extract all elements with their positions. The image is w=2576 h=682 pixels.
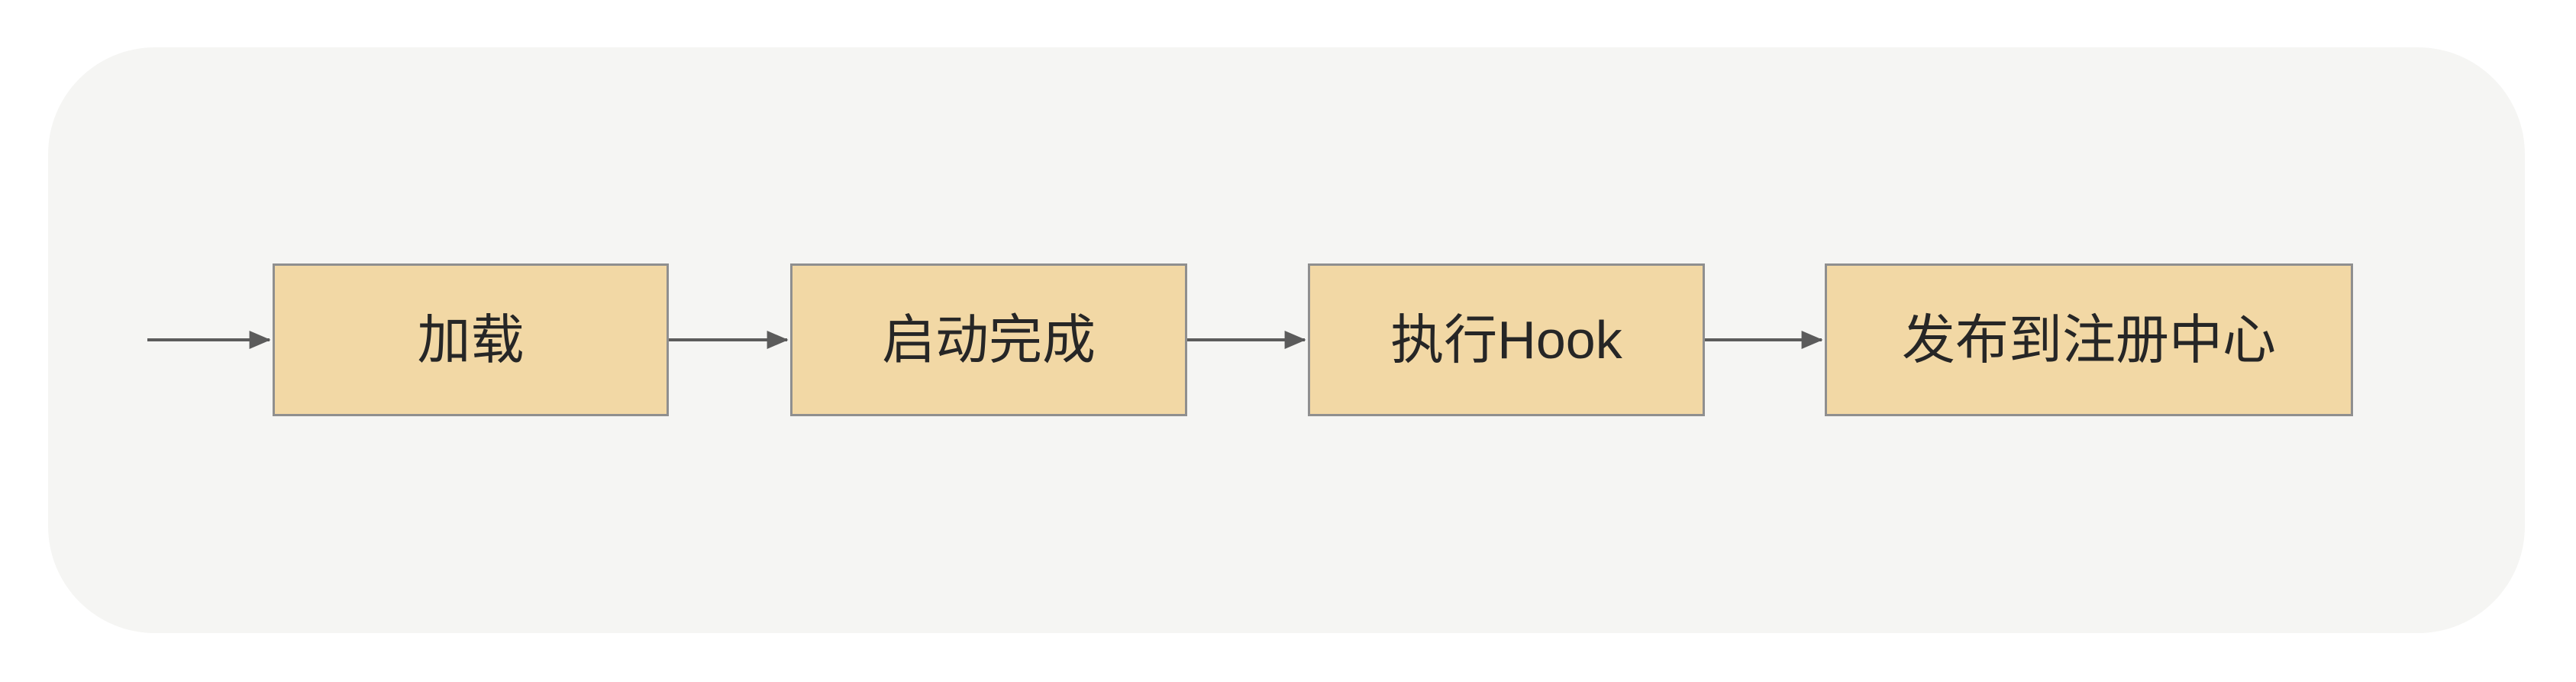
- flow-node-publish-registry: 发布到注册中心: [1825, 263, 2353, 416]
- flow-node-load-label: 加载: [417, 310, 525, 370]
- flow-node-publish-registry-label: 发布到注册中心: [1902, 310, 2276, 370]
- flow-node-load: 加载: [273, 263, 669, 416]
- flow-node-startup-complete: 启动完成: [790, 263, 1187, 416]
- flow-node-execute-hook-label: 执行Hook: [1390, 310, 1622, 370]
- flow-node-execute-hook: 执行Hook: [1308, 263, 1705, 416]
- flowchart-panel: 加载 启动完成 执行Hook 发布到注册中心: [48, 47, 2525, 633]
- flow-node-startup-complete-label: 启动完成: [882, 310, 1096, 370]
